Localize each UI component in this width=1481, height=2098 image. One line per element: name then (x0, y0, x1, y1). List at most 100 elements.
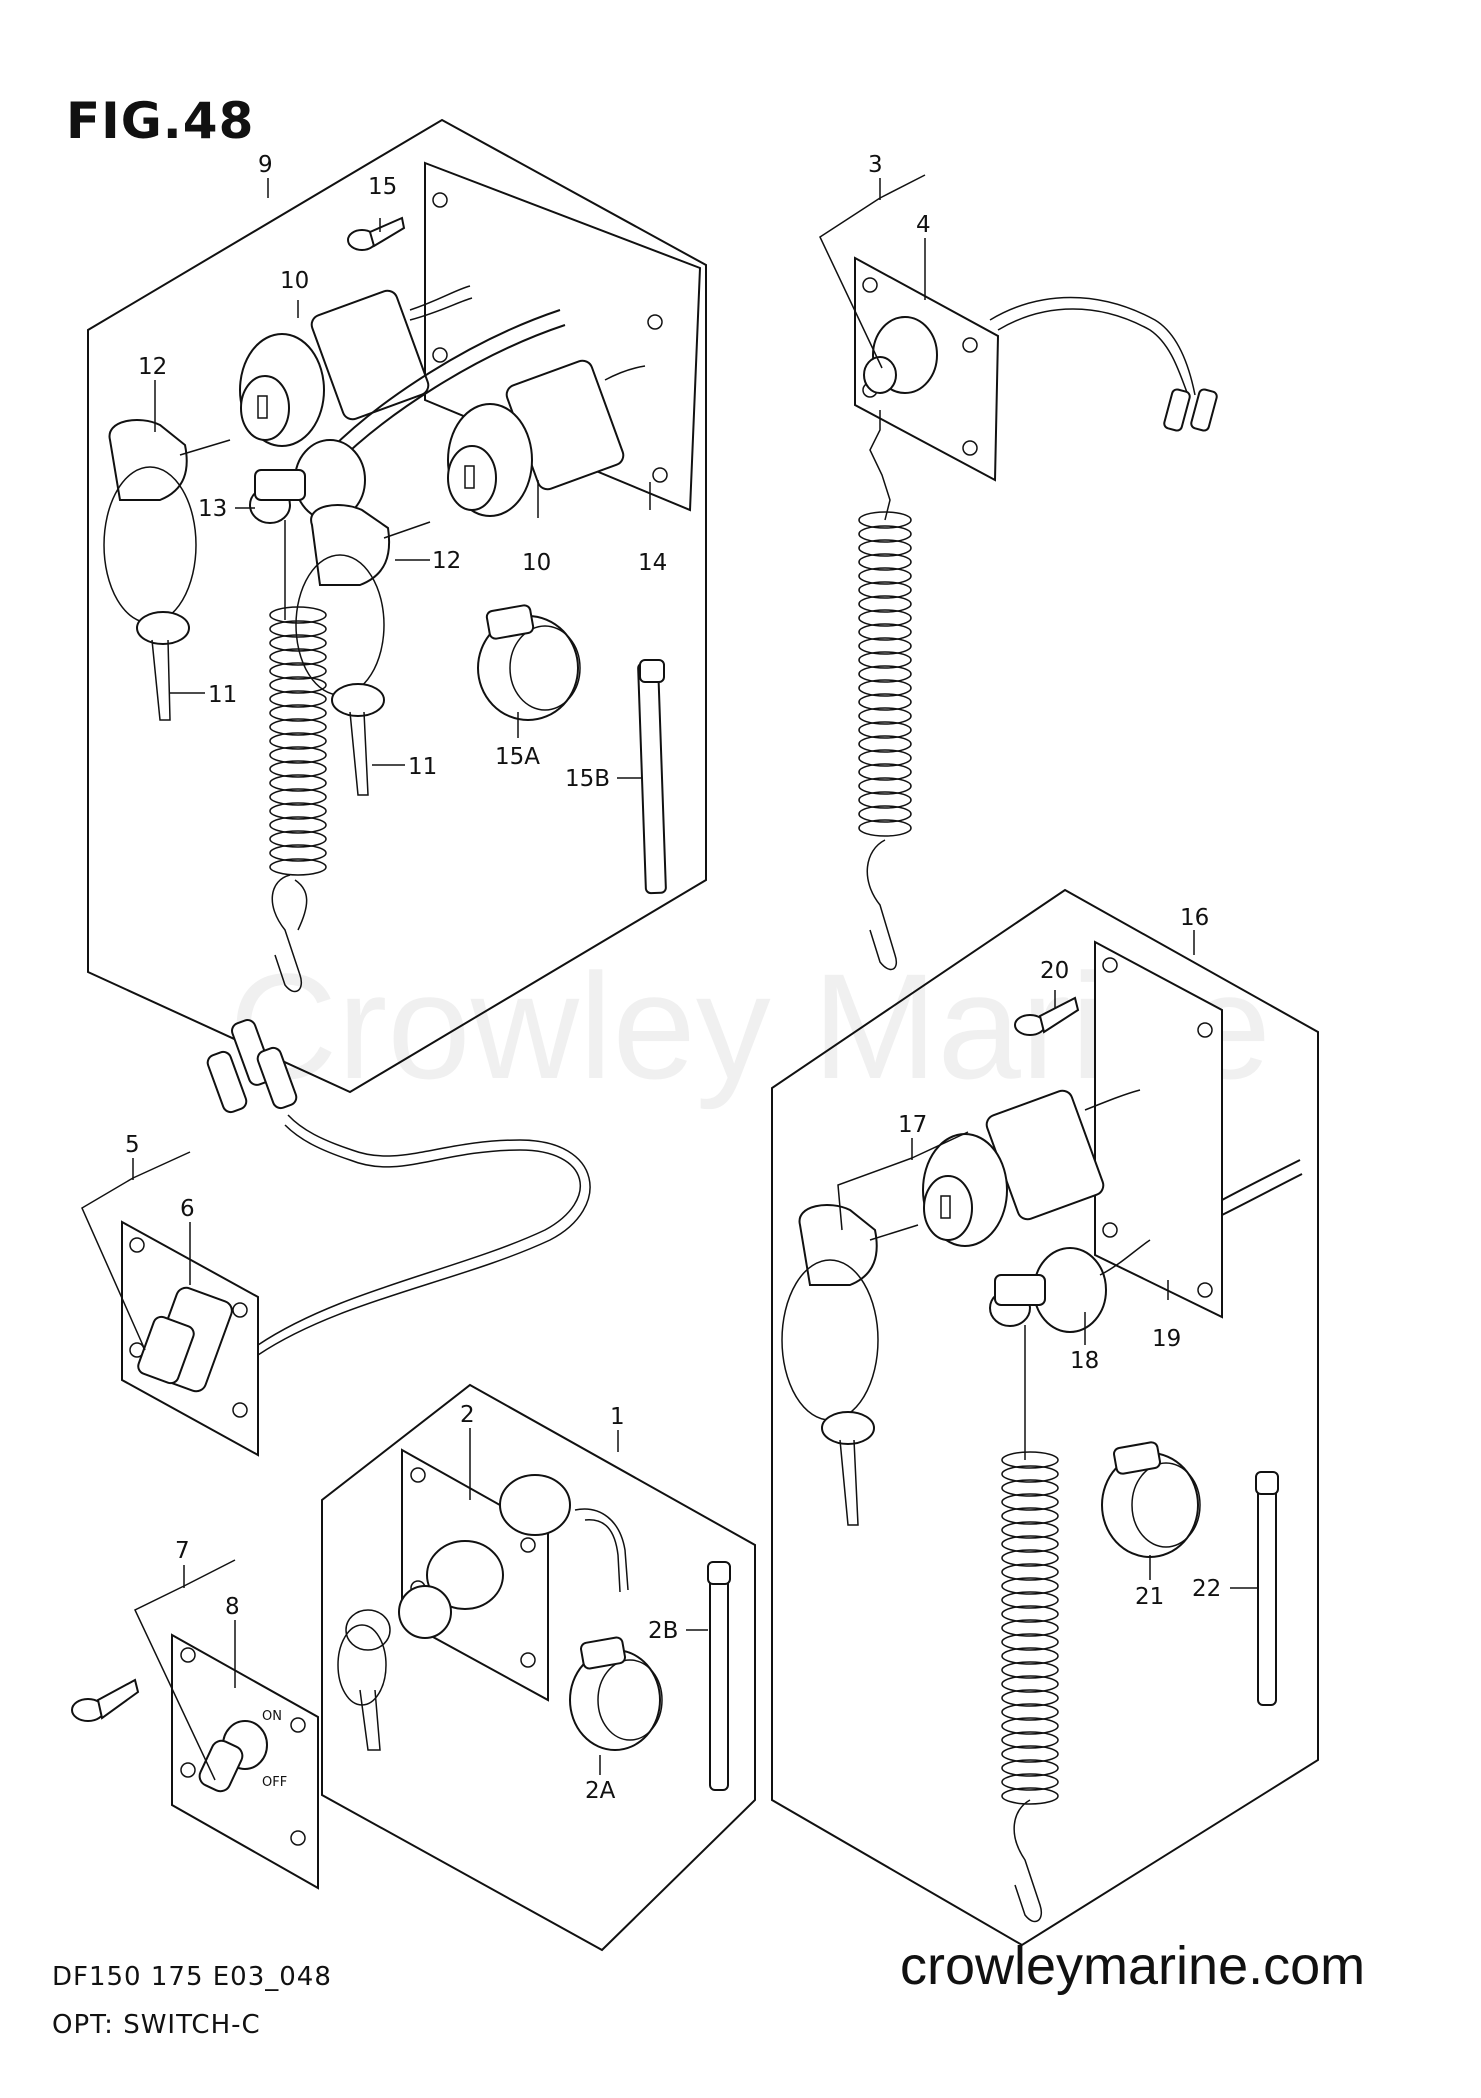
kit-1-outline (321, 1383, 756, 1952)
coil-right-loop (1001, 1787, 1059, 1805)
coil-top-right-loop (858, 679, 912, 697)
callout-19: 19 (1152, 1326, 1181, 1352)
callout-15A: 15A (495, 744, 540, 770)
coil-top-right-loop (858, 567, 912, 585)
screw-15 (347, 216, 406, 251)
coil-top-right-loop (858, 819, 912, 837)
cap-2A (569, 1636, 663, 1751)
key-17-left (781, 1204, 919, 1526)
coil-left-loop (269, 606, 327, 624)
key-12-11-left (103, 419, 231, 721)
kit-16-outline (771, 888, 1319, 1947)
callout-6: 6 (180, 1196, 195, 1222)
stop-switch-18 (989, 1239, 1151, 1333)
screw-7 (71, 1678, 140, 1722)
coil-top-right-loop (858, 637, 912, 655)
callout-2B: 2B (648, 1618, 678, 1644)
coil-top-right-loop (858, 539, 912, 557)
key-switch-10-upper (239, 285, 473, 447)
callout-7: 7 (175, 1538, 190, 1564)
callout-11-right: 11 (408, 754, 437, 780)
coil-left-loop (269, 620, 327, 638)
model-code: DF150 175 E03_048 (52, 1962, 332, 1992)
coil-right-loop (1001, 1633, 1059, 1651)
callout-14: 14 (638, 550, 667, 576)
coil-top-right-loop (858, 595, 912, 613)
coil-left-loop (269, 662, 327, 680)
coil-right-loop (1001, 1731, 1059, 1749)
kit-1-group (321, 1383, 756, 1952)
coil-top-right-loop (858, 749, 912, 767)
coil-top-right-loop (858, 623, 912, 641)
callout-15: 15 (368, 174, 397, 200)
callout-18: 18 (1070, 1348, 1099, 1374)
toggle-on-label: ON (262, 1709, 282, 1724)
coil-top-right-loop (858, 763, 912, 781)
coil-top-right-loop (858, 553, 912, 571)
coil-top-right-loop (858, 805, 912, 823)
callout-10-lower: 10 (522, 550, 551, 576)
coil-right-loop (1001, 1703, 1059, 1721)
callout-1: 1 (610, 1404, 625, 1430)
coil-left-loop (269, 648, 327, 666)
cap-21 (1101, 1441, 1201, 1558)
coil-top-right-loop (858, 665, 912, 683)
coil-left-loop (269, 830, 327, 848)
coil-top-right-loop (858, 511, 912, 529)
coil-left-loop (269, 844, 327, 862)
coil-right-loop (1001, 1689, 1059, 1707)
cap-15A (477, 604, 581, 721)
callout-20: 20 (1040, 958, 1069, 984)
key-12-11-right (295, 504, 431, 796)
callout-2A: 2A (585, 1778, 616, 1804)
callout-17: 17 (898, 1112, 927, 1138)
stop-switch-3-4-group (854, 256, 1218, 971)
callout-12-right: 12 (432, 548, 461, 574)
section-name: OPT: SWITCH-C (52, 2010, 261, 2040)
callout-numbers: 9 15 10 12 13 12 10 14 11 11 15A 15B 3 4… (125, 152, 1221, 1804)
coil-top-right-loop (858, 735, 912, 753)
bullet-connectors-4 (1163, 388, 1218, 432)
screw-20 (1014, 996, 1080, 1036)
coiled-lanyards (269, 511, 1059, 1805)
coil-top-right-loop (858, 693, 912, 711)
callout-13: 13 (198, 496, 227, 522)
coil-top-right-loop (858, 777, 912, 795)
bullet-connectors-5 (206, 1019, 298, 1114)
coil-right-loop (1001, 1605, 1059, 1623)
coil-right-loop (1001, 1535, 1059, 1553)
brand-url[interactable]: crowleymarine.com (900, 1936, 1366, 1996)
coil-right-loop (1001, 1717, 1059, 1735)
callout-12-left: 12 (138, 354, 167, 380)
coil-top-right-loop (858, 525, 912, 543)
coil-left-loop (269, 858, 327, 876)
coil-left-loop (269, 634, 327, 652)
coil-top-right-loop (858, 651, 912, 669)
coil-right-loop (1001, 1563, 1059, 1581)
coil-right-loop (1001, 1479, 1059, 1497)
kit-9-outline (87, 118, 707, 1094)
coil-right-loop (1001, 1591, 1059, 1609)
coil-top-right-loop (858, 609, 912, 627)
coil-right-loop (1001, 1493, 1059, 1511)
coil-left-loop (269, 718, 327, 736)
panel-19 (1094, 940, 1223, 1319)
coil-left-loop (269, 746, 327, 764)
coil-top-right-loop (858, 581, 912, 599)
callout-15B: 15B (565, 766, 610, 792)
coil-top-right-loop (858, 791, 912, 809)
cable-tie-2B (707, 1561, 731, 1791)
callout-21: 21 (1135, 1584, 1164, 1610)
coil-right-loop (1001, 1675, 1059, 1693)
callout-8: 8 (225, 1594, 240, 1620)
toggle-switch-7-8-group: ON OFF (71, 1633, 319, 1890)
kit-9-group (87, 118, 707, 1094)
coil-right-loop (1001, 1647, 1059, 1665)
kit-16-group (771, 888, 1319, 1947)
cable-tie-22 (1255, 1471, 1279, 1706)
figure-title: FIG.48 (66, 92, 255, 150)
coil-left-loop (269, 676, 327, 694)
coil-right-loop (1001, 1745, 1059, 1763)
coil-right-loop (1001, 1773, 1059, 1791)
